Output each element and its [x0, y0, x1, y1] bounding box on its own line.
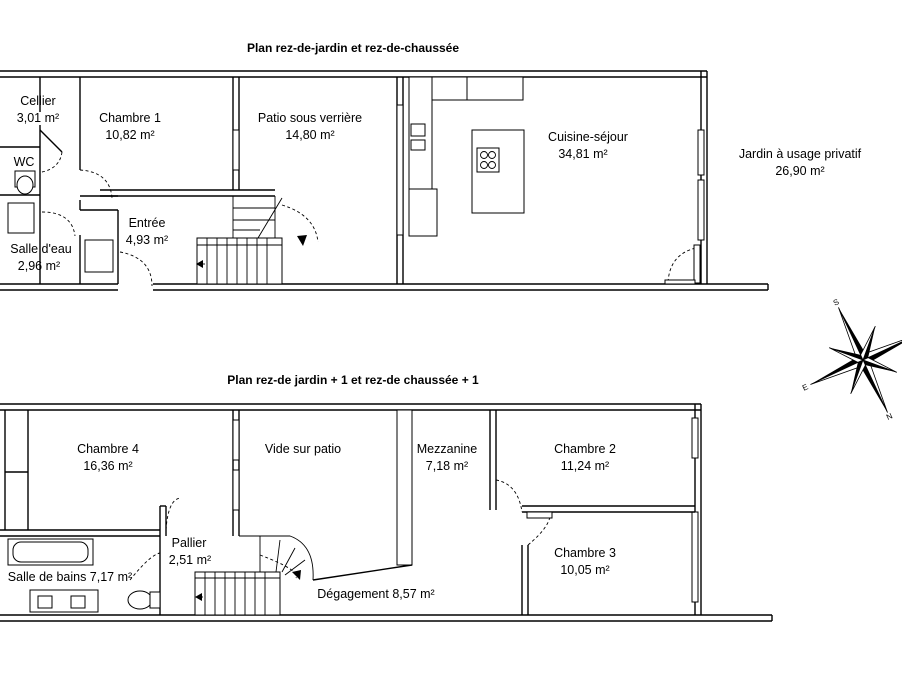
room-chambre3-name: Chambre 3 — [554, 546, 616, 560]
room-chambre2-name: Chambre 2 — [554, 442, 616, 456]
room-patio-name: Patio sous verrière — [258, 111, 362, 125]
compass-e: E — [801, 382, 810, 392]
room-cuisine-name: Cuisine-séjour — [548, 130, 628, 144]
room-salle-eau-area: 2,96 m² — [18, 259, 60, 273]
room-cellier-area: 3,01 m² — [17, 111, 59, 125]
compass-s: S — [832, 297, 841, 307]
plan1-title: Plan rez-de-jardin et rez-de-chaussée — [247, 41, 459, 55]
room-chambre2-area: 11,24 m² — [561, 459, 609, 473]
room-patio-area: 14,80 m² — [285, 128, 334, 142]
room-chambre4-name: Chambre 4 — [77, 442, 139, 456]
plan1-fixtures — [7, 76, 701, 287]
room-pallier-area: 2,51 m² — [169, 553, 211, 567]
room-entree-name: Entrée — [129, 216, 166, 230]
room-degagement-label: Dégagement 8,57 m² — [317, 587, 434, 601]
room-sdb-label: Salle de bains 7,17 m² — [8, 570, 132, 584]
compass-rose-icon: N S E — [801, 297, 902, 422]
room-cuisine-area: 34,81 m² — [558, 147, 607, 161]
room-salle-eau-name: Salle d'eau — [10, 242, 72, 256]
room-chambre1-area: 10,82 m² — [105, 128, 154, 142]
room-chambre4-area: 16,36 m² — [83, 459, 132, 473]
room-mezzanine-area: 7,18 m² — [426, 459, 468, 473]
plan1-walls — [0, 70, 769, 291]
plan2-fixtures — [7, 479, 553, 616]
room-chambre3-area: 10,05 m² — [560, 563, 609, 577]
room-chambre1-name: Chambre 1 — [99, 111, 161, 125]
room-cellier-name: Cellier — [20, 94, 55, 108]
room-wc-name: WC — [14, 155, 35, 169]
room-vide-name: Vide sur patio — [265, 442, 341, 456]
room-jardin-name: Jardin à usage privatif — [739, 147, 862, 161]
room-jardin-area: 26,90 m² — [775, 164, 824, 178]
plan2-walls — [0, 403, 773, 622]
compass-n: N — [885, 411, 894, 422]
plan2-title: Plan rez-de jardin + 1 et rez-de chaussé… — [227, 373, 479, 387]
room-mezzanine-name: Mezzanine — [417, 442, 477, 456]
room-pallier-name: Pallier — [172, 536, 207, 550]
room-entree-area: 4,93 m² — [126, 233, 168, 247]
